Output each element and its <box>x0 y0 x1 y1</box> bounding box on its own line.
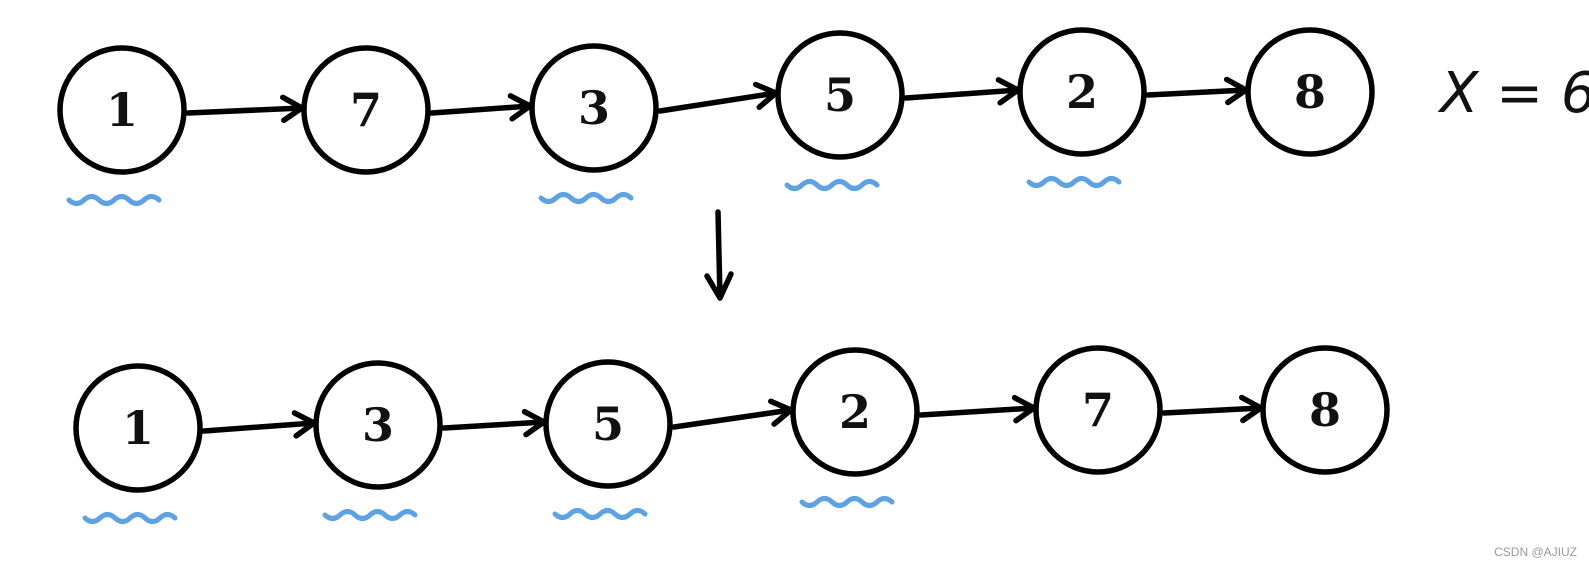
edge-before-1 <box>185 105 305 116</box>
node-before-3-circle <box>529 43 659 173</box>
edge-before-3 <box>657 90 779 114</box>
edge-after-2 <box>441 419 547 431</box>
underline-before-5 <box>1026 176 1122 188</box>
edge-before-4 <box>903 87 1021 101</box>
node-before-6-label: 8 <box>1294 65 1326 119</box>
edge-after-1 <box>201 420 317 434</box>
node-after-5-label: 7 <box>1082 383 1114 437</box>
node-after-2-label: 3 <box>362 398 394 452</box>
node-before-6-circle <box>1245 27 1375 157</box>
node-after-1-circle <box>73 363 203 493</box>
partition-value-annotation: X = 6 <box>1437 61 1589 126</box>
node-before-1-label: 1 <box>106 83 138 137</box>
underline-before-4 <box>784 179 880 191</box>
edge-after-5 <box>1161 405 1264 416</box>
node-after-2-circle <box>313 360 443 490</box>
underline-after-3 <box>552 508 648 520</box>
underline-after-2 <box>322 509 418 521</box>
transition-arrow-head <box>704 271 734 301</box>
node-before-2-label: 7 <box>350 83 382 137</box>
node-after-1-label: 1 <box>122 401 154 455</box>
node-before-3-label: 3 <box>578 81 610 135</box>
node-before-4-circle <box>775 30 905 160</box>
underline-before-1 <box>66 194 162 206</box>
node-after-3-label: 5 <box>592 397 624 451</box>
underline-before-3 <box>538 192 634 204</box>
list-before: 1 7 3 5 2 8 <box>57 27 1375 206</box>
node-before-5-label: 2 <box>1066 65 1098 119</box>
node-before-5-circle <box>1017 27 1147 157</box>
node-after-5-circle <box>1033 345 1163 475</box>
edge-before-5 <box>1145 87 1249 98</box>
edge-after-4 <box>918 405 1037 418</box>
node-before-2-circle <box>301 45 431 175</box>
edge-before-2 <box>429 103 533 116</box>
list-after: 1 3 5 2 7 8 <box>73 345 1390 524</box>
underline-after-4 <box>799 496 895 508</box>
node-after-6-circle <box>1260 345 1390 475</box>
underline-after-1 <box>82 512 178 524</box>
node-after-4-label: 2 <box>839 385 871 439</box>
node-after-3-circle <box>543 359 673 489</box>
transition-arrow <box>704 209 734 301</box>
node-before-1-circle <box>57 45 187 175</box>
edge-after-3 <box>671 407 794 430</box>
watermark: CSDN @AJIUZ <box>1494 545 1577 559</box>
node-before-4-label: 5 <box>824 68 856 122</box>
transition-arrow-shaft <box>715 209 723 301</box>
node-after-6-label: 8 <box>1309 383 1341 437</box>
node-after-4-circle <box>790 347 920 477</box>
